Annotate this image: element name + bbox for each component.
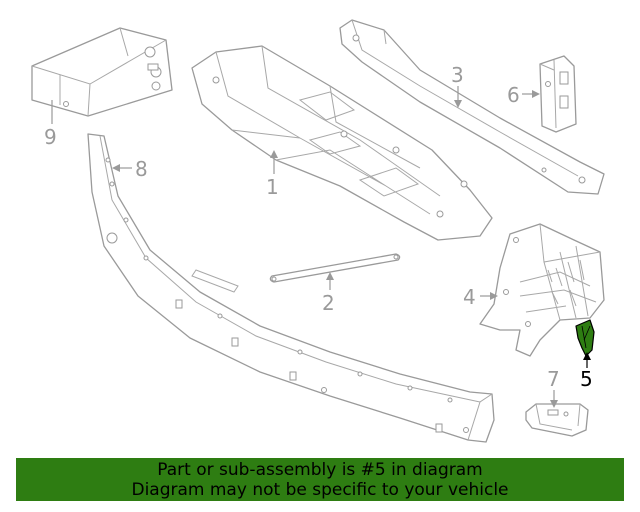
part-2-strut-rod [269, 253, 401, 283]
part-7-bracket [525, 403, 589, 437]
part-info-banner: Part or sub-assembly is #5 in diagram Di… [16, 458, 624, 501]
part-3-crossmember [339, 19, 605, 195]
callout-9: 9 [44, 125, 57, 149]
callout-7: 7 [547, 367, 560, 391]
callout-3: 3 [451, 63, 464, 87]
callout-4: 4 [463, 285, 476, 309]
arrowhead-7 [550, 400, 558, 408]
part-1-radiator-support-cover [191, 45, 493, 241]
arrowhead-8 [112, 164, 120, 172]
callout-1: 1 [266, 175, 279, 199]
callout-2: 2 [322, 291, 335, 315]
arrowhead-5 [583, 352, 591, 360]
part-4-lower-bracket [479, 223, 605, 357]
part-6-bracket [539, 55, 577, 133]
part-8-bumper-reinforcement [87, 133, 495, 443]
part-5-clip-highlighted[interactable] [575, 319, 595, 357]
callout-5: 5 [580, 367, 593, 391]
arrowhead-6 [532, 90, 540, 98]
part-9-bracket [31, 27, 173, 117]
arrowhead-2 [326, 272, 334, 280]
arrowhead-1 [270, 150, 278, 158]
banner-line-1: Part or sub-assembly is #5 in diagram [157, 460, 483, 480]
arrowhead-4 [490, 292, 498, 300]
callout-8: 8 [135, 157, 148, 181]
arrowhead-3 [454, 100, 462, 108]
callout-6: 6 [507, 83, 520, 107]
banner-line-2: Diagram may not be specific to your vehi… [131, 480, 509, 500]
